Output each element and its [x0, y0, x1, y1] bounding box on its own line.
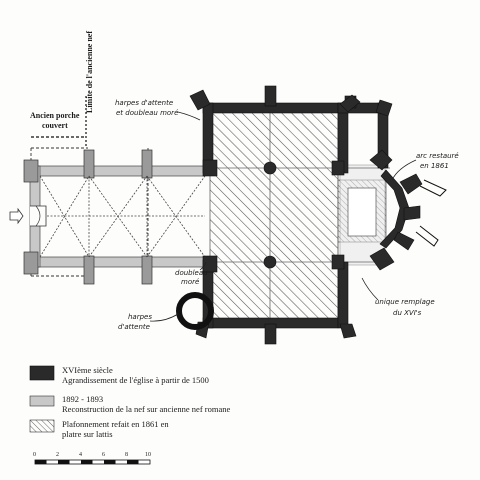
doubleau-arrow — [199, 261, 207, 271]
legend-swatch-1892 — [29, 395, 55, 407]
scale-bar: 0 2 4 6 8 10 — [33, 452, 151, 465]
legend-swatch-hatched — [29, 419, 55, 433]
porch-bracket — [31, 96, 87, 148]
scale-tick-0: 0 — [33, 452, 36, 458]
harpes-bottom-arrow — [149, 313, 179, 322]
porch-label-line2: couvert — [42, 121, 68, 130]
legend-hatched-line2: platre sur lattis — [62, 429, 113, 439]
doubleau-label-line2: moré — [181, 278, 200, 286]
porch-label-line1: Ancien porche — [30, 111, 80, 120]
legend-hatched-line1: Plafonnement refait en 1861 en — [62, 419, 169, 429]
nave-1892 — [9, 149, 206, 285]
harpes-bottom-line2: d'attente — [118, 323, 150, 331]
harpes-top-line1: harpes d'attente — [115, 99, 173, 107]
walls-16th-century — [176, 85, 423, 345]
harpes-bottom-line1: harpes — [128, 313, 152, 321]
legend: XVIème siècle Agrandissement de l'église… — [29, 365, 231, 439]
remplage-arrow — [361, 277, 379, 301]
doubleau-label-line1: doubleau — [175, 269, 208, 277]
legend-swatch-16th — [29, 365, 55, 381]
remplage-label-line1: unique remplage — [375, 298, 435, 306]
legend-1892-line1: 1892 - 1893 — [62, 394, 103, 404]
arc-label-line2: en 1861 — [420, 162, 449, 170]
harpes-top-line2: et doubleau moré — [116, 109, 179, 117]
nave-limit-label: Limite de l'ancienne nef — [85, 31, 94, 113]
legend-16th-line2: Agrandissement de l'église à partir de 1… — [62, 375, 209, 385]
ceiling-1861-hatched — [209, 109, 387, 323]
arc-arrow — [391, 159, 417, 181]
scale-tick-6: 6 — [102, 452, 105, 458]
remplage-label-line2: du XVI's — [393, 309, 422, 317]
scale-tick-8: 8 — [125, 452, 128, 458]
legend-1892-line2: Reconstruction de la nef sur ancienne ne… — [62, 404, 231, 414]
sacristy-wall — [415, 179, 447, 247]
arc-label-line1: arc restauré — [416, 152, 459, 160]
scale-tick-10: 10 — [145, 452, 151, 458]
legend-16th-line1: XVIème siècle — [62, 365, 113, 375]
harpes-top-arrow — [177, 111, 201, 121]
scale-tick-4: 4 — [79, 452, 82, 458]
scale-tick-2: 2 — [56, 452, 59, 458]
